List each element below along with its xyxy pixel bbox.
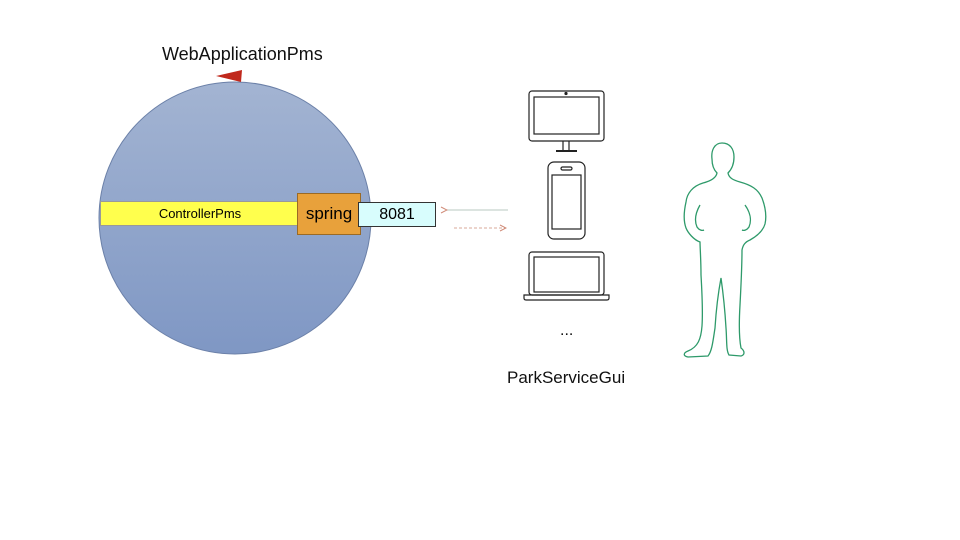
port-box: 8081 [358, 202, 436, 227]
gui-label: ParkServiceGui [507, 368, 626, 387]
spring-box: spring [297, 193, 361, 235]
laptop-icon [523, 251, 610, 301]
smartphone-icon [547, 161, 586, 240]
application-title: WebApplicationPms [162, 44, 323, 64]
desktop-monitor-icon [528, 90, 605, 152]
controller-box: ControllerPms [100, 201, 300, 226]
marker-triangle-icon [216, 70, 242, 82]
person-icon [683, 142, 767, 358]
more-devices-ellipsis: ... [560, 322, 574, 339]
